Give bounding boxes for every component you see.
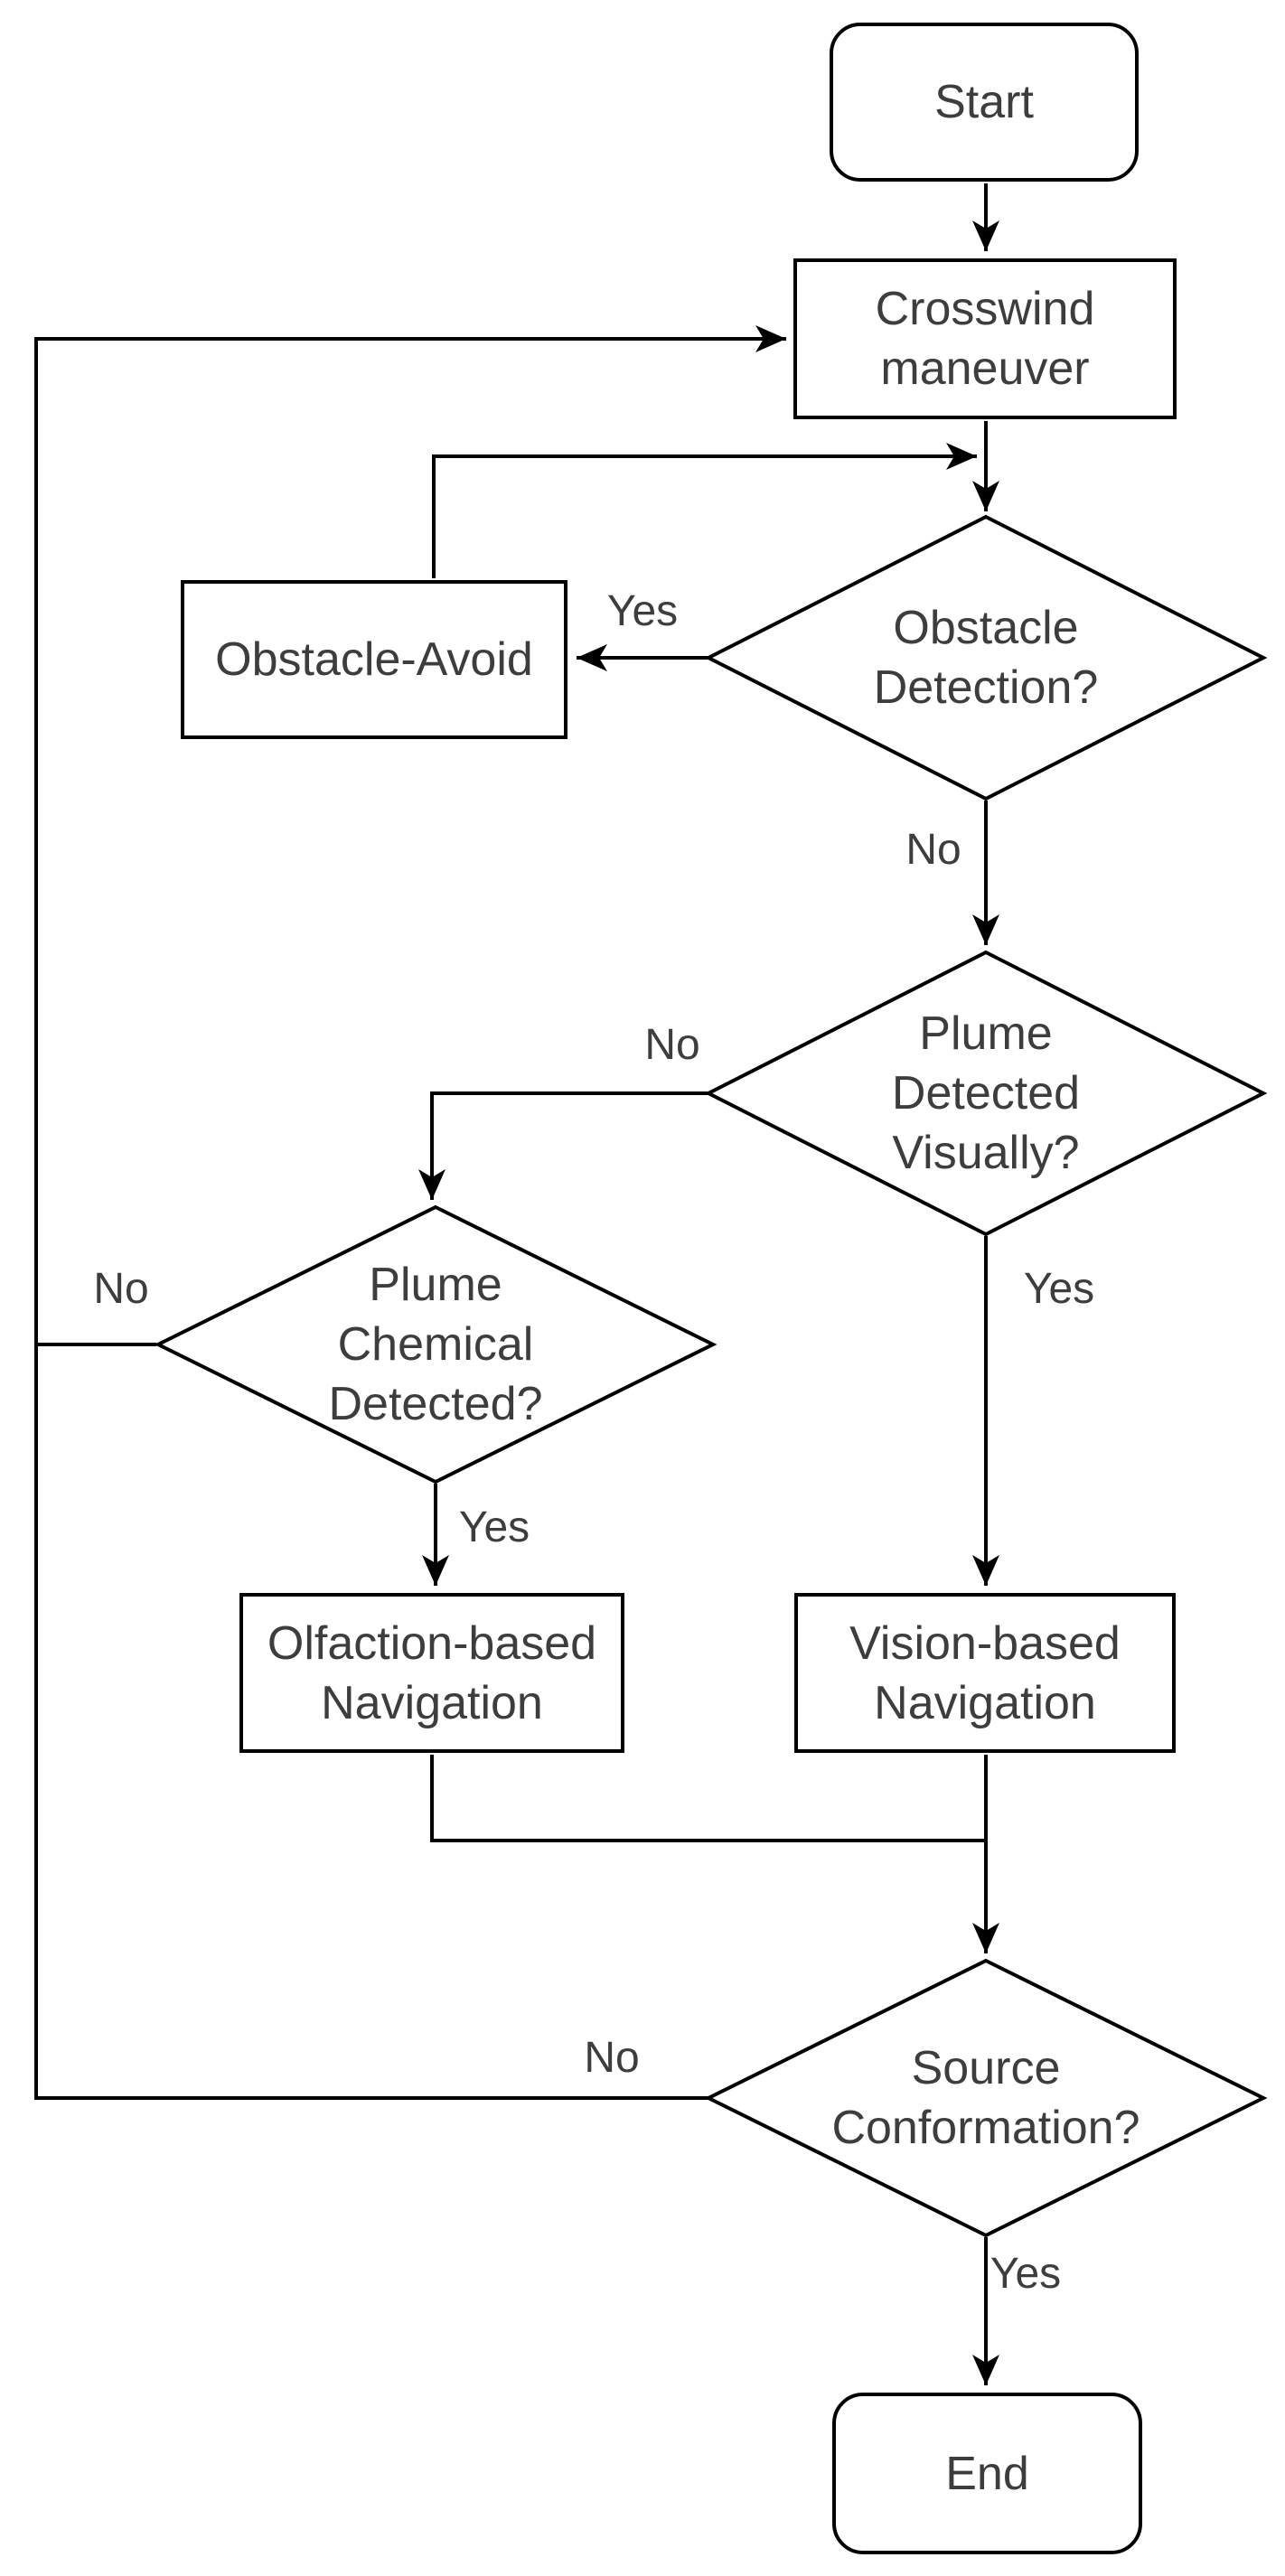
node-obstacle-avoid-label: Obstacle-Avoid [215,633,533,686]
node-crosswind-maneuver: Crosswind maneuver [793,258,1177,419]
edge-label-visual-no: No [644,1021,700,1069]
decision-plume-detected-visually [704,950,1268,1237]
node-start: Start [830,23,1139,182]
edge-label-obstacle-no: No [905,826,961,874]
node-start-label: Start [934,76,1034,128]
edge-source-no-loop-to-crosswind [34,325,786,2100]
decision-plume-chemical-detected [154,1204,718,1485]
node-crosswind-maneuver-label: Crosswind maneuver [875,283,1095,395]
edge-plume-visual-no [418,1091,708,1200]
edge-label-source-yes: Yes [990,2250,1062,2298]
edge-label-obstacle-yes: Yes [606,587,679,635]
decision-source-conformation [704,1958,1268,2238]
node-vision-based-navigation-label: Vision-based Navigation [849,1616,1121,1729]
edge-label-visual-yes: Yes [1023,1265,1095,1313]
node-end-label: End [945,2447,1029,2500]
node-olfaction-based-navigation: Olfaction-based Navigation [239,1593,624,1753]
edge-label-source-no: No [584,2034,640,2082]
node-obstacle-avoid: Obstacle-Avoid [181,580,567,739]
decision-obstacle-detection [704,514,1268,801]
edge-obstacle-avoid-loop [432,443,977,578]
edge-label-chemical-no: No [93,1265,149,1313]
node-olfaction-based-navigation-label: Olfaction-based Navigation [267,1616,597,1729]
node-end: End [832,2393,1142,2554]
node-vision-based-navigation: Vision-based Navigation [794,1593,1176,1753]
edge-olfaction-out-junction [430,1755,984,1842]
edge-label-chemical-yes: Yes [458,1503,530,1551]
